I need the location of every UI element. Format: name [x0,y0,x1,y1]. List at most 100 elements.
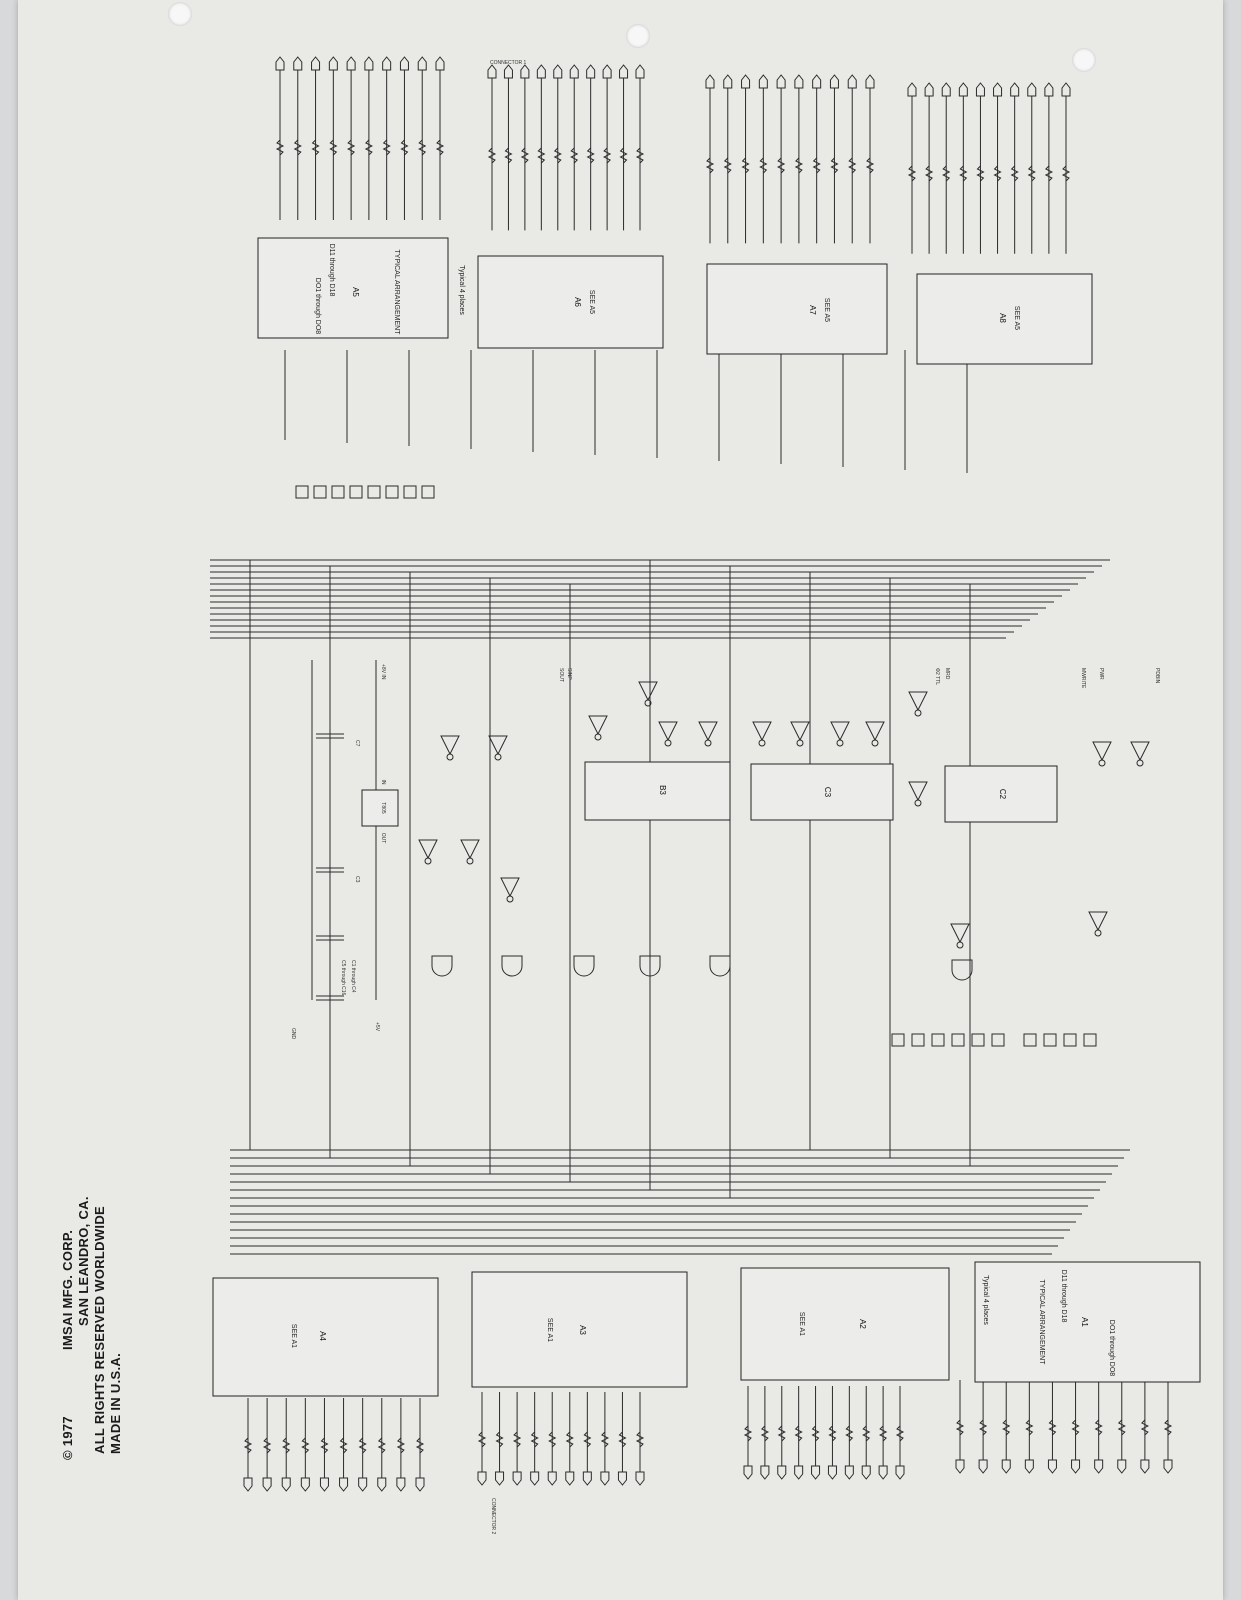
inverter-bubble [506,895,514,903]
resistor [329,139,338,156]
resistor [1061,165,1071,182]
resistor [1117,1419,1126,1436]
connector-2-label: CONNECTOR 2 [490,1498,496,1535]
connector-pin [924,82,934,97]
connector-pin [844,1465,854,1480]
connector-pin [958,82,968,97]
inverter-gate [460,839,480,860]
connector-pin [723,74,733,89]
block-a8-note: SEE A5 [1013,306,1020,330]
resistor [530,1431,539,1448]
inverter-bubble [466,857,474,865]
connector-pin [827,1465,837,1480]
inverter-bubble [664,739,672,747]
resistor [364,139,374,156]
inverter-gate [830,721,850,742]
block-b3 [584,761,731,821]
resistor [848,157,857,174]
label-sinp: SINP [566,668,572,680]
label-c3: C3 [354,876,360,883]
resistor [346,139,356,156]
label-c5-c16: C5 through C16 [340,960,346,996]
address-pin-box [1063,1033,1077,1047]
resistor [743,1425,753,1442]
and-gate [709,955,731,977]
label-mrd: MRD [944,668,950,680]
label-plus8v: +8V IN [380,664,386,680]
connector-pin [417,56,427,71]
company-city: SAN LEANDRO, CA. [76,1196,91,1326]
connector-pin [300,1477,310,1492]
resistor [435,139,445,156]
connector-pin [358,1477,368,1492]
data-pin-box [349,485,363,499]
inverter-bubble [424,857,432,865]
block-a4-label: A4 [318,1331,327,1341]
label-pdbin: PDBIN [1154,668,1160,684]
block-a7-label: A7 [808,305,817,315]
inverter-bubble [758,739,766,747]
inverter-gate [908,691,928,712]
data-pin-box [367,485,381,499]
connector-pin [602,64,612,79]
connector-pin [1061,82,1071,97]
inverter-bubble [836,739,844,747]
resistor [794,157,804,174]
connector-pin [293,56,303,71]
inverter-gate [790,721,810,742]
connector-pin [1047,1459,1057,1474]
connector-pin [1140,1459,1150,1474]
block-a6 [477,255,664,349]
block-a6-label: A6 [573,297,582,307]
inverter-bubble [956,941,964,949]
address-pin-box [1083,1033,1097,1047]
connector-pin [503,64,513,79]
address-pin-box [1023,1033,1037,1047]
label-phase2: Φ2 TTL [934,668,940,685]
connector-pin [1094,1459,1104,1474]
connector-pin [1001,1459,1011,1474]
resistor [339,1437,348,1454]
rights-notice: ALL RIGHTS RESERVED WORLDWIDE [92,1205,107,1454]
resistor [418,139,427,156]
resistor [583,1431,592,1448]
inverter-gate [1130,741,1150,762]
resistor [776,157,786,174]
resistor [976,165,985,182]
resistor [619,147,628,164]
connector-pin [758,74,768,89]
inverter-bubble [494,753,502,761]
block-a7-note: SEE A5 [823,298,830,322]
block-c3 [750,763,894,821]
connector-pin [975,82,985,97]
inverter-bubble [914,709,922,717]
address-pin-box [891,1033,905,1047]
resistor [924,165,934,182]
punch-hole [1072,48,1096,72]
connector-pin [520,64,530,79]
resistor [358,1437,367,1454]
resistor [959,165,968,182]
connector-pin [319,1477,329,1492]
inverter-bubble [1094,929,1102,937]
resistor [828,1425,837,1442]
resistor [942,165,951,182]
connector-pin [760,1465,770,1480]
inverter-gate [865,721,885,742]
resistor [320,1437,329,1454]
resistor [878,1425,888,1442]
connector-pin [275,56,285,71]
company-name: IMSAI MFG. CORP. [60,1229,75,1350]
resistor [723,157,732,174]
connector-pin [829,74,839,89]
data-pin-box [385,485,399,499]
connector-pin [743,1465,753,1480]
inverter-gate [658,721,678,742]
inverter-gate [588,715,608,736]
resistor [1163,1419,1173,1436]
resistor [1094,1419,1103,1436]
inverter-gate [638,681,658,702]
data-pin-box [313,485,327,499]
connector-pin [339,1477,349,1492]
